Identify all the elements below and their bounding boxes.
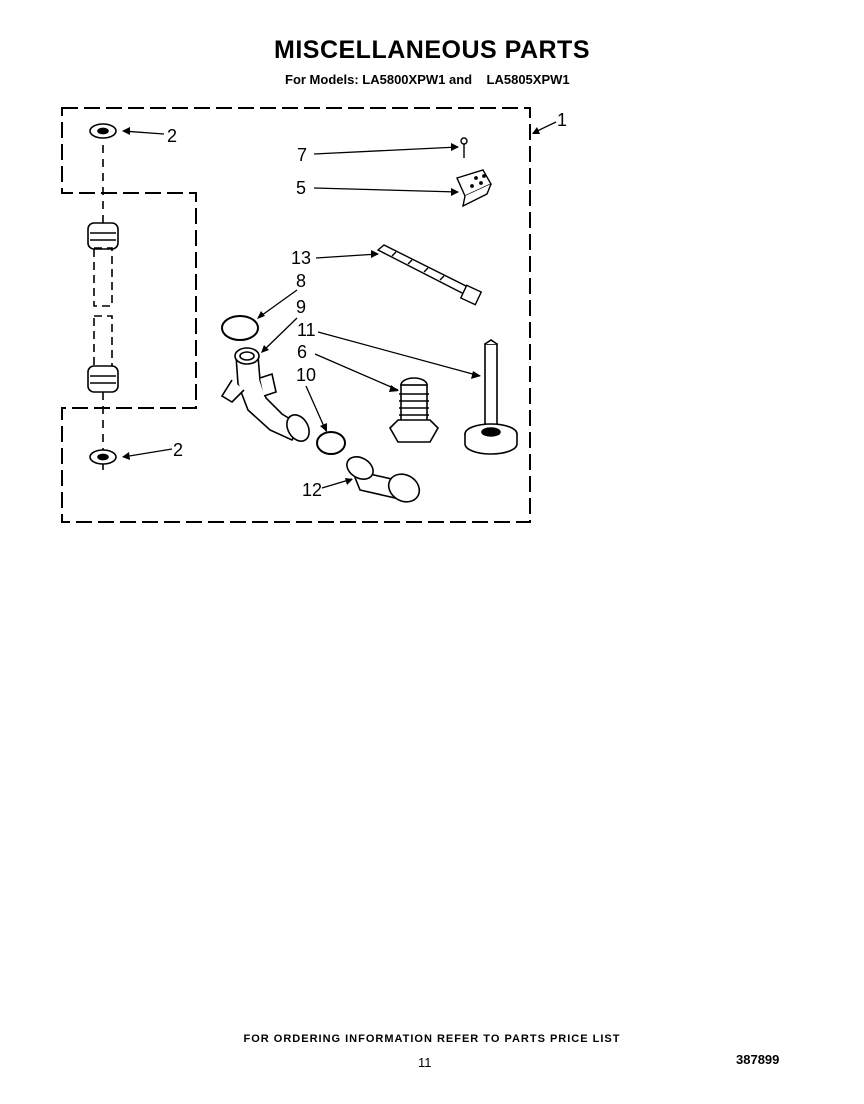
drain-elbow [220,347,310,442]
callout-11: 11 [297,320,316,340]
callout-8: 8 [296,271,306,291]
leveling-leg [464,339,518,455]
kit-boundary [61,107,531,523]
arrowheads [122,127,540,485]
models-subtitle: For Models: LA5800XPW1 and LA5805XPW1 [285,72,570,87]
document-number: 387899 [736,1052,780,1067]
callout-6: 6 [297,342,307,362]
callout-1: 1 [557,110,567,130]
o-ring-small [316,431,346,455]
page-number: 11 [418,1055,432,1070]
cable-tie [376,244,483,306]
washer-bottom [89,449,117,465]
o-ring-large [221,315,259,341]
leader-lines [122,121,557,489]
callout-10: 10 [296,365,316,385]
callout-12: 12 [302,480,322,500]
clip [456,169,492,208]
callout-9: 9 [296,297,306,317]
washer-top [89,123,117,139]
callout-2-top: 2 [167,126,177,146]
ordering-note: FOR ORDERING INFORMATION REFER TO PARTS … [243,1033,621,1045]
screw [460,137,468,158]
callout-5: 5 [296,178,306,198]
strainer [389,377,439,443]
hose-assembly [87,145,119,470]
callout-7: 7 [297,145,307,165]
page-title: MISCELLANEOUS PARTS [274,36,590,64]
callout-13: 13 [291,248,311,268]
coupling [346,456,421,503]
callout-2-bottom: 2 [173,440,183,460]
